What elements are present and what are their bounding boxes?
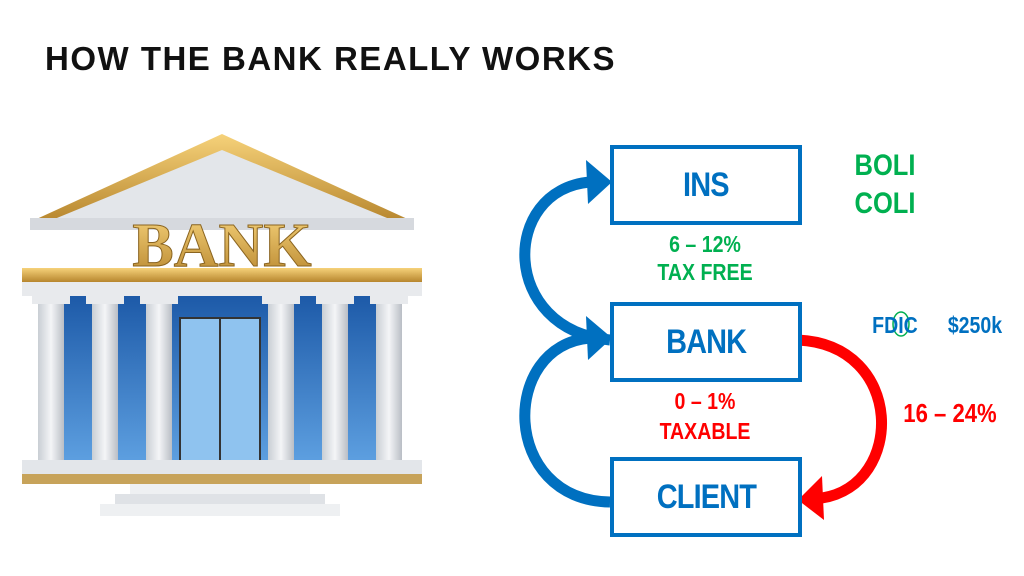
client-box: CLIENT [610,457,802,537]
fdic-circle [892,311,910,337]
ins-rate-label: 6 – 12% [669,231,741,257]
arrow-client-to-bank [519,332,611,508]
arrow-bank-to-ins [519,176,611,346]
client-label: CLIENT [656,477,756,516]
ins-tax-label: TAX FREE [657,259,753,285]
coli-label: COLI [854,187,916,220]
fdic-label: FDIC [872,312,918,338]
ins-label: INS [683,165,729,204]
page-title: HOW THE BANK REALLY WORKS [45,40,617,77]
bank-box: BANK [610,302,802,382]
arrowhead-client [798,476,824,520]
arrowhead-ins [586,160,612,204]
fdic-limit-label: $250k [947,312,1003,338]
bank-rate-label: 0 – 1% [674,388,736,414]
ins-box: INS [610,145,802,225]
loan-rate-label: 16 – 24% [903,398,997,428]
arrowhead-bank [586,316,612,360]
bank-label: BANK [665,322,747,361]
boli-label: BOLI [854,149,916,182]
bank-tax-label: TAXABLE [659,418,751,444]
arrow-bank-to-client [797,334,888,504]
